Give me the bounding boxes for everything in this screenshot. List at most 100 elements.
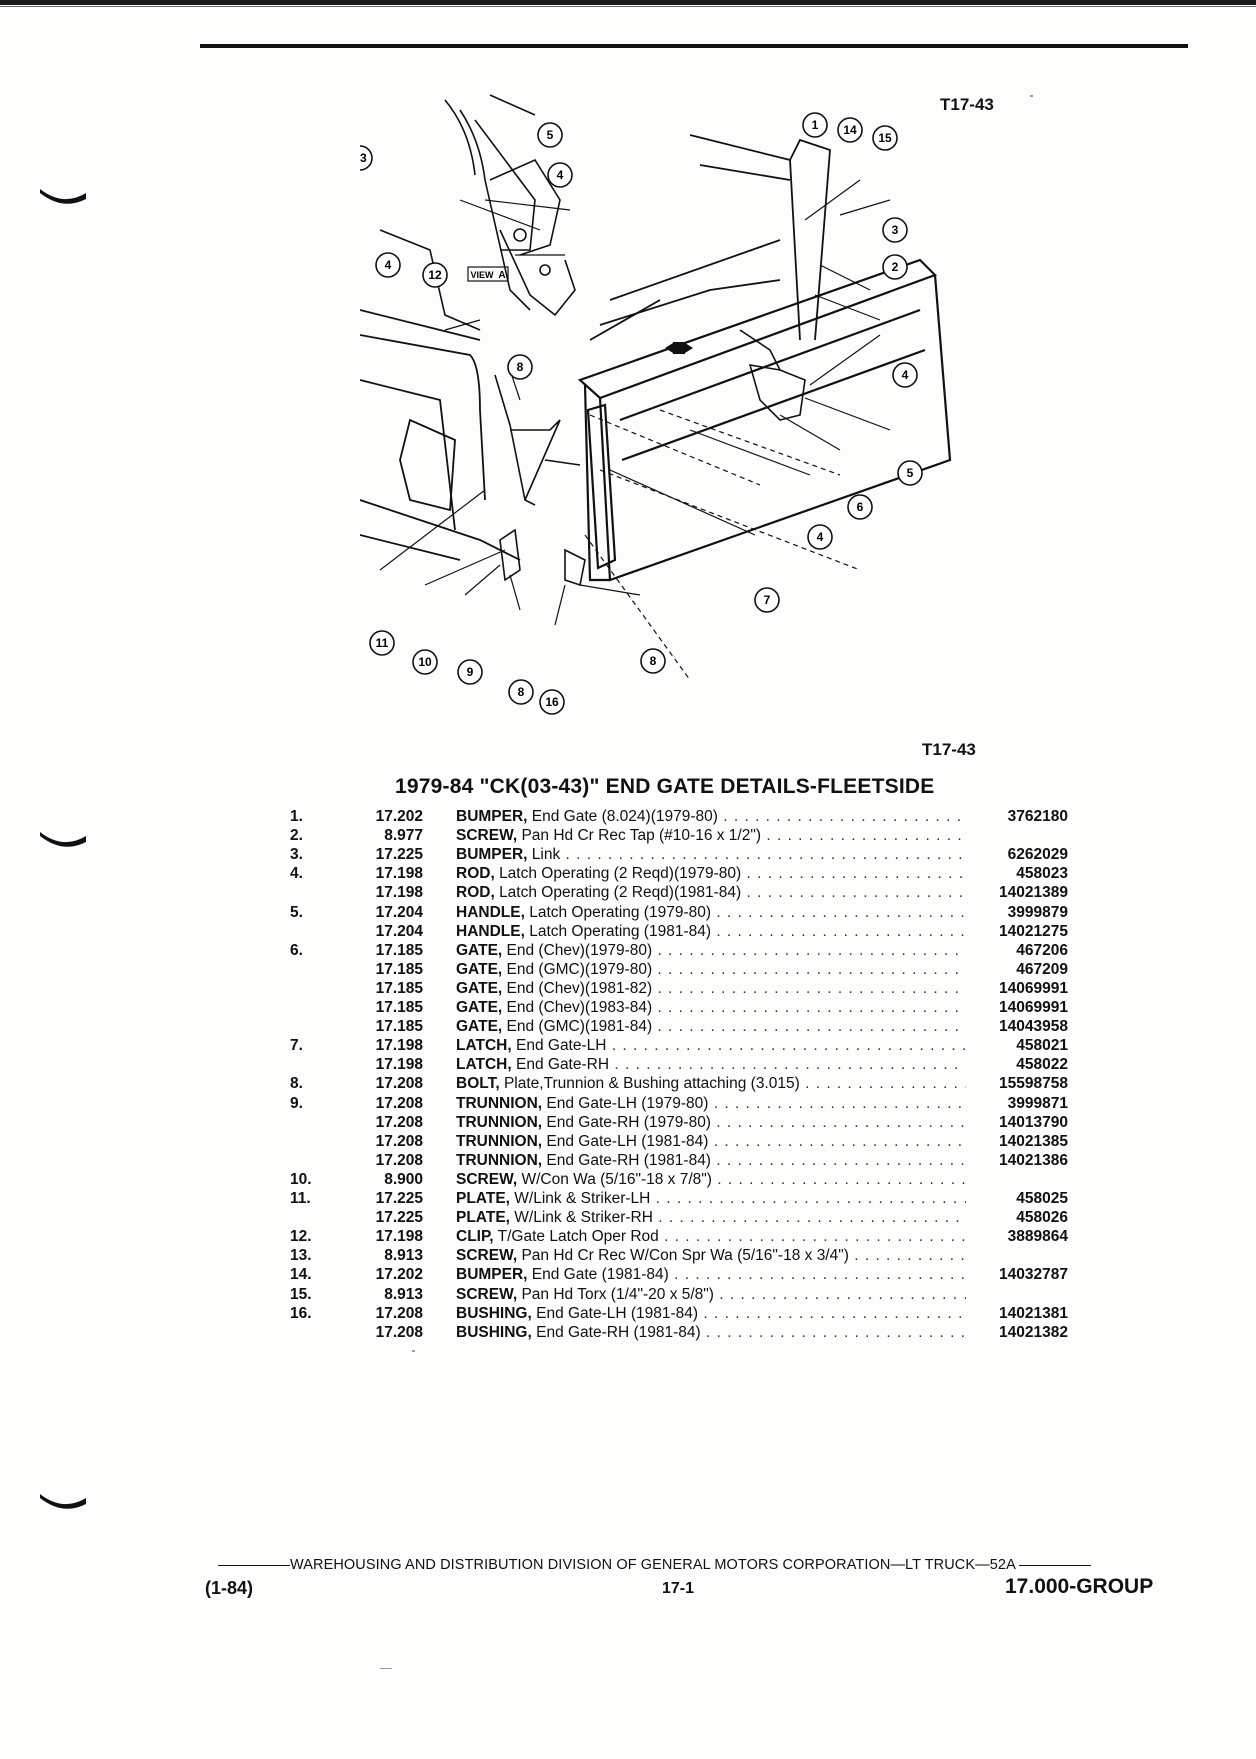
svg-text:7: 7	[764, 593, 771, 607]
group-code: 17.204	[375, 903, 423, 921]
leader-lines	[584, 409, 861, 681]
group-code: 17.208	[375, 1075, 423, 1093]
svg-text:15: 15	[878, 131, 892, 145]
item-detail: End Gate (1981-84)	[531, 1266, 669, 1284]
dot-leader: . . . . . . . . . . . . . . . . . . . . …	[703, 1304, 966, 1322]
callout-7: 7	[754, 587, 780, 613]
svg-text:16: 16	[545, 695, 559, 709]
item-detail: End (Chev)(1979-80)	[506, 941, 653, 959]
item-name: PLATE,	[456, 1190, 510, 1207]
callout-11: 11	[369, 630, 395, 656]
callout-8: 8	[507, 354, 533, 380]
group-code: 8.900	[384, 1170, 423, 1188]
scan-speck	[380, 1668, 392, 1669]
dot-leader: . . . . . . . . . . . . . . . . . . . . …	[854, 1247, 966, 1265]
binder-hole-mark-icon	[40, 189, 86, 204]
dot-leader: . . . . . . . . . . . . . . . . . . . . …	[723, 808, 966, 825]
svg-text:14: 14	[843, 123, 857, 137]
item-name: BUMPER,	[456, 1266, 528, 1284]
dot-leader: . . . . . . . . . . . . . . . . . . . . …	[746, 865, 966, 883]
item-name: GATE,	[456, 999, 503, 1016]
item-name: SCREW,	[456, 827, 518, 845]
item-description: HANDLE, Latch Operating (1979-80) . . . …	[456, 904, 966, 922]
dot-leader: . . . . . . . . . . . . . . . . . . . . …	[657, 960, 966, 978]
group-code: 17.208	[375, 1094, 423, 1112]
item-name: HANDLE,	[456, 903, 525, 921]
item-description: HANDLE, Latch Operating (1981-84) . . . …	[456, 923, 966, 941]
header-rule	[200, 44, 1188, 48]
part-number: 3762180	[1007, 808, 1068, 825]
item-description: BUMPER, End Gate (8.024)(1979-80) . . . …	[456, 808, 966, 826]
part-number: 458021	[1016, 1037, 1068, 1055]
item-detail: Plate,Trunnion & Bushing attaching (3.01…	[503, 1075, 800, 1093]
item-number: 14.	[290, 1266, 312, 1284]
scan-top-edge	[0, 0, 1256, 5]
exploded-diagram: 13 5 4 4 12 VIEW A 1 14 15 3 2 8 4 5 6 4…	[360, 94, 952, 715]
item-description: GATE, End (GMC)(1979-80) . . . . . . . .…	[456, 961, 966, 979]
arrow-a-icon	[665, 342, 693, 354]
figure-code-top: T17-43	[940, 95, 994, 114]
item-name: BUSHING,	[456, 1304, 532, 1322]
item-name: GATE,	[456, 960, 503, 978]
item-description: LATCH, End Gate-RH . . . . . . . . . . .…	[456, 1056, 966, 1074]
group-code: 17.185	[375, 999, 423, 1016]
part-number: 458022	[1016, 1056, 1068, 1074]
callout-8: 8	[508, 679, 534, 705]
item-name: BUSHING,	[456, 1323, 532, 1341]
svg-text:VIEW: VIEW	[470, 270, 494, 280]
item-description: BUMPER, Link . . . . . . . . . . . . . .…	[456, 846, 966, 864]
part-number: 467209	[1016, 960, 1068, 978]
item-detail: Latch Operating (2 Reqd)(1979-80)	[499, 865, 742, 883]
dot-leader: . . . . . . . . . . . . . . . . . . . . …	[716, 922, 966, 940]
item-description: GATE, End (Chev)(1981-82) . . . . . . . …	[456, 980, 966, 998]
item-name: TRUNNION,	[456, 1094, 543, 1112]
item-number: 9.	[290, 1094, 303, 1112]
item-name: GATE,	[456, 1018, 503, 1036]
part-number: 3999879	[1007, 903, 1068, 921]
item-name: LATCH,	[456, 1056, 512, 1074]
item-number: 15.	[290, 1285, 312, 1303]
group-code: 17.204	[375, 922, 423, 940]
item-name: SCREW,	[456, 1170, 518, 1188]
callout-3: 3	[882, 217, 908, 243]
part-number: 15598758	[999, 1075, 1068, 1093]
item-detail: End Gate (8.024)(1979-80)	[531, 808, 718, 825]
svg-text:3: 3	[892, 223, 899, 237]
item-number: 2.	[290, 827, 303, 845]
group-code: 17.198	[375, 1228, 423, 1246]
dot-leader: . . . . . . . . . . . . . . . . . . . . …	[657, 999, 966, 1016]
part-number: 3999871	[1007, 1094, 1068, 1112]
item-name: PLATE,	[456, 1209, 510, 1227]
item-number: 16.	[290, 1304, 312, 1322]
svg-text:9: 9	[467, 665, 474, 679]
dot-leader: . . . . . . . . . . . . . . . . . . . . …	[713, 1132, 966, 1150]
item-description: SCREW, Pan Hd Torx (1/4"-20 x 5/8") . . …	[456, 1286, 966, 1304]
group-code: 17.208	[375, 1113, 423, 1131]
svg-text:2: 2	[892, 260, 899, 274]
item-detail: Pan Hd Cr Rec Tap (#10-16 x 1/2")	[521, 827, 762, 845]
item-description: BUSHING, End Gate-RH (1981-84) . . . . .…	[456, 1324, 966, 1342]
item-detail: End Gate-LH (1981-84)	[546, 1132, 709, 1150]
item-description: BOLT, Plate,Trunnion & Bushing attaching…	[456, 1075, 966, 1093]
part-number: 3889864	[1007, 1228, 1068, 1246]
item-description: TRUNNION, End Gate-LH (1979-80) . . . . …	[456, 1095, 966, 1113]
dot-leader: . . . . . . . . . . . . . . . . . . . . …	[655, 1190, 966, 1207]
callout-15: 15	[872, 125, 898, 151]
dot-leader: . . . . . . . . . . . . . . . . . . . . …	[716, 1113, 966, 1131]
callout-4: 4	[547, 162, 573, 188]
callout-8: 8	[640, 648, 666, 674]
figure-code-bottom: T17-43	[922, 740, 976, 759]
item-detail: End Gate-LH (1979-80)	[546, 1094, 709, 1112]
